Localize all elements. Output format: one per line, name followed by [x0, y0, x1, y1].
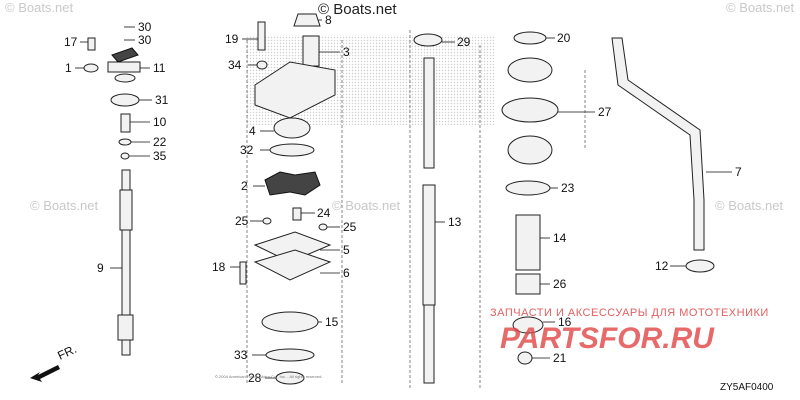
front-direction-indicator: FR. — [30, 342, 79, 382]
callout-24: 24 — [317, 206, 331, 220]
assembly-lines — [246, 30, 586, 390]
copyright-fine-print: © 2004 American Honda Motor Co., Inc. - … — [215, 374, 322, 379]
partsfor-tagline: ЗАПЧАСТИ И АКСЕССУАРЫ ДЛЯ МОТОТЕХНИКИ — [490, 307, 769, 319]
watermark-right: © Boats.net — [715, 198, 784, 213]
callout-32: 32 — [240, 143, 254, 157]
callout-29: 29 — [457, 35, 471, 49]
callout-6: 6 — [343, 266, 350, 280]
partsfor-logo: PARTSFOR.RU — [500, 322, 715, 355]
callout-26: 26 — [553, 277, 567, 291]
diagram-code: ZY5AF0400 — [720, 382, 774, 393]
callout-34: 34 — [228, 58, 242, 72]
callout-2: 2 — [241, 179, 248, 193]
callout-3: 3 — [343, 45, 350, 59]
watermark-top-right: © Boats.net — [726, 0, 795, 15]
callout-13: 13 — [448, 215, 462, 229]
callout-9: 9 — [97, 261, 104, 275]
callout-30-a: 30 — [138, 20, 152, 34]
callout-5: 5 — [343, 243, 350, 257]
water-tube-assembly — [611, 37, 715, 273]
leader-lines — [75, 19, 732, 379]
callout-27: 27 — [598, 105, 612, 119]
watermark-top-left: © Boats.net — [5, 0, 74, 15]
callout-22: 22 — [153, 135, 167, 149]
callout-31: 31 — [155, 93, 169, 107]
drive-shaft-assembly — [83, 37, 141, 356]
callout-12: 12 — [655, 259, 669, 273]
watermark-left: © Boats.net — [30, 198, 99, 213]
callout-33: 33 — [234, 348, 248, 362]
callout-20: 20 — [557, 31, 571, 45]
callout-8: 8 — [325, 13, 332, 27]
callout-numbers: 30 30 17 1 11 31 10 22 35 9 19 34 8 3 4 … — [64, 13, 742, 385]
watermark-main: © Boats.net — [318, 1, 397, 18]
callout-19: 19 — [225, 32, 239, 46]
water-pump-assembly — [239, 13, 336, 385]
callout-25-b: 25 — [343, 220, 357, 234]
callout-25-a: 25 — [235, 214, 249, 228]
callout-30-b: 30 — [138, 33, 152, 47]
callout-15: 15 — [325, 315, 339, 329]
callout-14: 14 — [553, 231, 567, 245]
callout-35: 35 — [153, 149, 167, 163]
callout-16: 16 — [558, 315, 572, 329]
callout-17: 17 — [64, 35, 78, 49]
callout-10: 10 — [153, 115, 167, 129]
callout-7: 7 — [735, 165, 742, 179]
callout-1: 1 — [65, 61, 72, 75]
bearing-gear-stack — [501, 31, 559, 365]
callout-4: 4 — [249, 124, 256, 138]
callout-21: 21 — [553, 351, 567, 365]
callout-23: 23 — [561, 181, 575, 195]
front-label: FR. — [55, 342, 78, 363]
vertical-shaft-assembly — [413, 33, 443, 384]
callout-11: 11 — [153, 61, 166, 75]
callout-18: 18 — [212, 260, 226, 274]
callout-28: 28 — [248, 371, 262, 385]
watermark-center: © Boats.net — [332, 198, 401, 213]
